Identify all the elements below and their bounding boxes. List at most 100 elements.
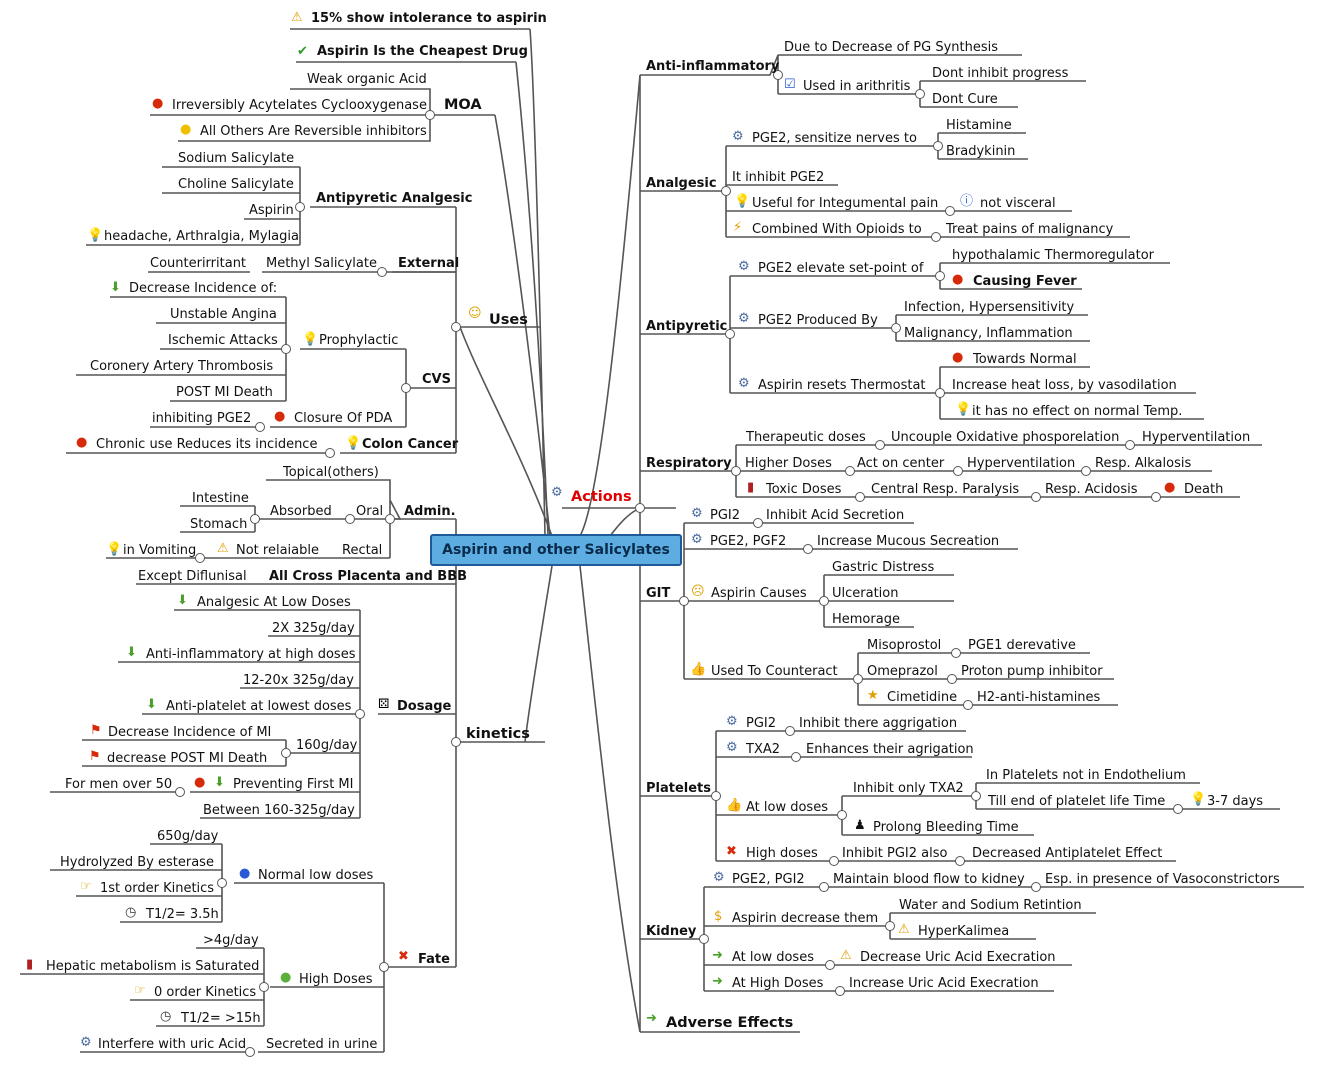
not-visceral[interactable]: not visceral bbox=[980, 196, 1056, 211]
not-reliable[interactable]: Not relaiable bbox=[236, 543, 319, 558]
moa-topic[interactable]: MOA bbox=[444, 97, 482, 113]
methyl-salicylate[interactable]: Methyl Salicylate bbox=[266, 256, 377, 271]
in-vomiting[interactable]: in Vomiting bbox=[123, 543, 197, 558]
counterirritant[interactable]: Counterirritant bbox=[150, 256, 247, 271]
cross-placenta[interactable]: All Cross Placenta and BBB bbox=[269, 569, 468, 584]
omeprazol[interactable]: Omeprazol bbox=[867, 664, 938, 679]
choline-salicylate[interactable]: Choline Salicylate bbox=[178, 177, 294, 192]
inhibit-pgi2-also[interactable]: Inhibit PGI2 also bbox=[842, 846, 948, 861]
kidney-low-doses[interactable]: At low doses bbox=[732, 950, 814, 965]
platelets-topic[interactable]: Platelets bbox=[646, 781, 712, 796]
misoprostol[interactable]: Misoprostol bbox=[867, 638, 942, 653]
central-paralysis[interactable]: Central Resp. Paralysis bbox=[871, 482, 1020, 497]
resp-acidosis[interactable]: Resp. Acidosis bbox=[1045, 482, 1138, 497]
moa-weak[interactable]: Weak organic Acid bbox=[307, 72, 427, 87]
dose-650[interactable]: 650g/day bbox=[157, 829, 219, 844]
t-half-15[interactable]: T1/2= >15h bbox=[181, 1011, 261, 1026]
hepatic-saturated[interactable]: Hepatic metabolism is Saturated bbox=[46, 959, 260, 974]
kidney-pge2-pgi2[interactable]: PGE2, PGI2 bbox=[732, 872, 805, 887]
no-effect-normal[interactable]: it has no effect on normal Temp. bbox=[972, 404, 1183, 419]
chronic-use[interactable]: Chronic use Reduces its incidence bbox=[96, 437, 318, 452]
therapeutic-doses[interactable]: Therapeutic doses bbox=[746, 430, 866, 445]
intestine[interactable]: Intestine bbox=[192, 491, 249, 506]
first-order[interactable]: 1st order Kinetics bbox=[100, 881, 215, 896]
moa-irrev[interactable]: Irreversibly Acytelates Cyclooxygenase bbox=[172, 98, 427, 113]
intolerance-topic[interactable]: 15% show intolerance to aspirin bbox=[311, 11, 547, 26]
platelet-pgi2[interactable]: PGI2 bbox=[746, 716, 777, 731]
kidney-topic[interactable]: Kidney bbox=[646, 924, 697, 939]
kidney-high-doses[interactable]: At High Doses bbox=[732, 976, 824, 991]
cvs-topic[interactable]: CVS bbox=[422, 372, 451, 387]
higher-doses[interactable]: Higher Doses bbox=[745, 456, 832, 471]
prolong-bleeding[interactable]: Prolong Bleeding Time bbox=[873, 820, 1019, 835]
aspirin-decrease[interactable]: Aspirin decrease them bbox=[732, 911, 879, 926]
used-arthritis[interactable]: Used in arithritis bbox=[803, 79, 911, 94]
topical[interactable]: Topical(others) bbox=[283, 465, 379, 480]
decrease-post-mi[interactable]: decrease POST MI Death bbox=[107, 751, 268, 766]
inhibit-pge2[interactable]: It inhibit PGE2 bbox=[732, 170, 825, 185]
hyperkalimea[interactable]: HyperKalimea bbox=[918, 924, 1010, 939]
kinetics-topic[interactable]: kinetics bbox=[466, 726, 530, 742]
enhances-agrigation[interactable]: Enhances their agrigation bbox=[806, 742, 974, 757]
actions-topic[interactable]: Actions bbox=[571, 489, 632, 505]
increase-mucous[interactable]: Increase Mucous Secreation bbox=[817, 534, 1000, 549]
dose-2x[interactable]: 2X 325g/day bbox=[272, 621, 355, 636]
respiratory-topic[interactable]: Respiratory bbox=[646, 456, 732, 471]
days-3-7[interactable]: 3-7 days bbox=[1207, 794, 1264, 809]
act-on-center[interactable]: Act on center bbox=[857, 456, 945, 471]
inhibiting-pge2[interactable]: inhibiting PGE2 bbox=[152, 411, 252, 426]
increase-uric[interactable]: Increase Uric Acid Execration bbox=[849, 976, 1039, 991]
platelet-txa2[interactable]: TXA2 bbox=[746, 742, 781, 757]
gastric-distress[interactable]: Gastric Distress bbox=[832, 560, 935, 575]
till-end-life[interactable]: Till end of platelet life Time bbox=[988, 794, 1166, 809]
hypothalamic[interactable]: hypothalamic Thermoregulator bbox=[952, 248, 1155, 263]
high-doses[interactable]: High Doses bbox=[299, 972, 373, 987]
dose-12-20x[interactable]: 12-20x 325g/day bbox=[243, 673, 354, 688]
towards-normal[interactable]: Towards Normal bbox=[973, 352, 1077, 367]
increase-heat-loss[interactable]: Increase heat loss, by vasodilation bbox=[952, 378, 1177, 393]
decreased-antiplatelet[interactable]: Decreased Antiplatelet Effect bbox=[972, 846, 1163, 861]
secreted-urine[interactable]: Secreted in urine bbox=[266, 1037, 378, 1052]
resets-thermostat[interactable]: Aspirin resets Thermostat bbox=[758, 378, 926, 393]
ischemic-attacks[interactable]: Ischemic Attacks bbox=[168, 333, 278, 348]
bradykinin[interactable]: Bradykinin bbox=[946, 144, 1016, 159]
pge2-pgf2[interactable]: PGE2, PGF2 bbox=[710, 534, 787, 549]
inhibit-acid[interactable]: Inhibit Acid Secretion bbox=[766, 508, 905, 523]
decrease-incidence[interactable]: Decrease Incidence of: bbox=[129, 281, 278, 296]
inhibit-only-txa2[interactable]: Inhibit only TXA2 bbox=[853, 781, 964, 796]
decrease-mi[interactable]: Decrease Incidence of MI bbox=[108, 725, 272, 740]
resp-alkalosis[interactable]: Resp. Alkalosis bbox=[1095, 456, 1192, 471]
cheapest-topic[interactable]: Aspirin Is the Cheapest Drug bbox=[317, 44, 528, 59]
water-sodium[interactable]: Water and Sodium Retintion bbox=[899, 898, 1082, 913]
uncouple[interactable]: Uncouple Oxidative phosporelation bbox=[891, 430, 1120, 445]
toxic-doses[interactable]: Toxic Doses bbox=[766, 482, 842, 497]
maintain-blood-flow[interactable]: Maintain blood flow to kidney bbox=[833, 872, 1025, 887]
infection-hypersens[interactable]: Infection, Hypersensitivity bbox=[904, 300, 1075, 315]
oral[interactable]: Oral bbox=[356, 504, 384, 519]
headache-item[interactable]: headache, Arthralgia, Mylagia bbox=[104, 229, 299, 244]
git-pgi2[interactable]: PGI2 bbox=[710, 508, 741, 523]
zero-order[interactable]: 0 order Kinetics bbox=[154, 985, 257, 1000]
post-mi-death[interactable]: POST MI Death bbox=[176, 385, 273, 400]
aspirin-causes[interactable]: Aspirin Causes bbox=[711, 586, 807, 601]
dont-inhibit[interactable]: Dont inhibit progress bbox=[932, 66, 1069, 81]
external-topic[interactable]: External bbox=[398, 256, 460, 271]
adverse-effects-topic[interactable]: Adverse Effects bbox=[666, 1015, 794, 1031]
useful-integumental[interactable]: Useful for Integumental pain bbox=[752, 196, 939, 211]
dose-between[interactable]: Between 160-325g/day bbox=[203, 803, 355, 818]
men-over-50[interactable]: For men over 50 bbox=[65, 777, 173, 792]
platelet-high-doses[interactable]: High doses bbox=[746, 846, 818, 861]
in-platelets[interactable]: In Platelets not in Endothelium bbox=[986, 768, 1186, 783]
pge2-elevate[interactable]: PGE2 elevate set-point of bbox=[758, 261, 924, 276]
death[interactable]: Death bbox=[1184, 482, 1224, 497]
prophylactic[interactable]: Prophylactic bbox=[319, 333, 399, 348]
central-topic[interactable]: Aspirin and other Salicylates bbox=[430, 534, 682, 566]
decrease-uric[interactable]: Decrease Uric Acid Execration bbox=[860, 950, 1056, 965]
hyperventilation-2[interactable]: Hyperventilation bbox=[967, 456, 1076, 471]
hyperventilation-1[interactable]: Hyperventilation bbox=[1142, 430, 1251, 445]
pge2-produced[interactable]: PGE2 Produced By bbox=[758, 313, 878, 328]
colon-cancer[interactable]: Colon Cancer bbox=[362, 437, 459, 452]
t-half-35[interactable]: T1/2= 3.5h bbox=[146, 907, 219, 922]
hemorage[interactable]: Hemorage bbox=[832, 612, 900, 627]
unstable-angina[interactable]: Unstable Angina bbox=[170, 307, 277, 322]
